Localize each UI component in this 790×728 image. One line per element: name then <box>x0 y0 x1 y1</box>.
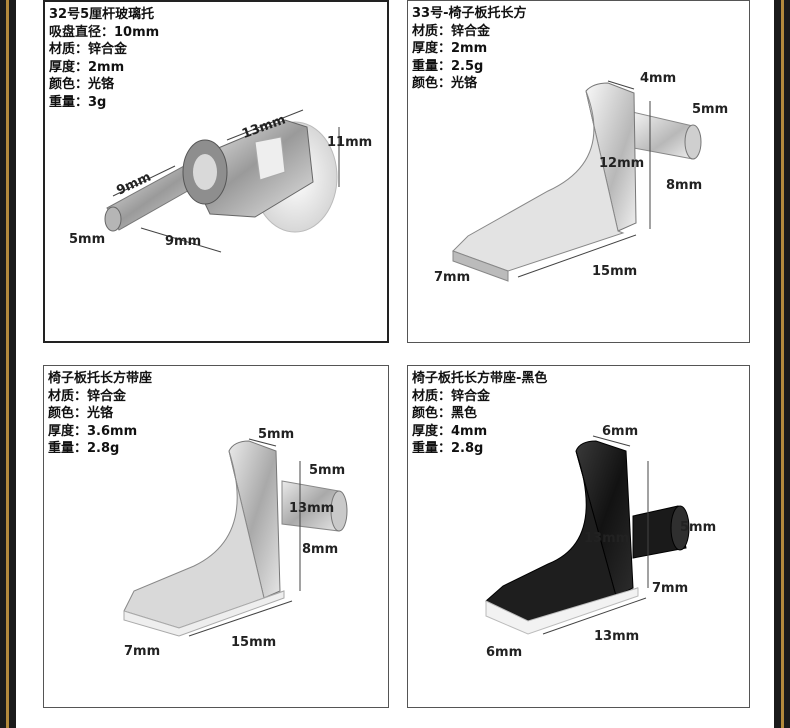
dim-5mm: 5mm <box>69 232 105 247</box>
dim-12mm: 12mm <box>599 156 644 171</box>
spec-weight: 重量：2.8g <box>412 441 484 456</box>
panel-title: 33号-椅子板托长方 <box>412 6 527 21</box>
product-illustration: 5mm 5mm 13mm 8mm 15mm 7mm <box>123 427 348 659</box>
panel-chair-board-support-33: 33号-椅子板托长方 材质：锌合金 厚度：2mm 重量：2.5g 颜色：光铬 4… <box>407 0 750 343</box>
dim-8mm: 8mm <box>302 542 338 557</box>
spec-thickness: 厚度：4mm <box>412 423 488 439</box>
product-illustration: 4mm 5mm 12mm 8mm 15mm 7mm <box>434 71 728 285</box>
spec-thickness: 厚度：2mm <box>412 41 488 56</box>
dim-13mm: 13mm <box>289 501 334 516</box>
panel-chair-board-support-with-base-black: 椅子板托长方带座-黑色 材质：锌合金 颜色：黑色 厚度：4mm 重量：2.8g … <box>407 365 750 708</box>
spec-material: 材质：锌合金 <box>412 23 491 39</box>
dim-5mm-pin: 5mm <box>309 463 345 478</box>
dim-9mm-base: 9mm <box>165 234 201 249</box>
spec-thickness: 厚度：3.6mm <box>48 423 138 439</box>
frame-right <box>781 0 784 728</box>
dim-11mm: 11mm <box>327 135 372 150</box>
spec-thickness: 厚度：2mm <box>49 59 125 75</box>
panel-chair-board-support-with-base: 椅子板托长方带座 材质：锌合金 颜色：光铬 厚度：3.6mm 重量：2.8g 5… <box>43 365 389 708</box>
spec-list: 33号-椅子板托长方 材质：锌合金 厚度：2mm 重量：2.5g 颜色：光铬 <box>412 5 527 93</box>
spec-list: 椅子板托长方带座-黑色 材质：锌合金 颜色：黑色 厚度：4mm 重量：2.8g <box>412 370 547 458</box>
dim-6mm-base: 6mm <box>486 645 522 660</box>
spec-color: 颜色：光铬 <box>412 76 478 91</box>
spec-color: 颜色：光铬 <box>49 77 115 92</box>
spec-color: 颜色：黑色 <box>412 406 478 421</box>
dim-8mm: 8mm <box>666 178 702 193</box>
dim-13mm-height: 13mm <box>584 531 629 546</box>
spec-weight: 重量：2.5g <box>412 58 484 74</box>
panel-glass-support-32: 32号5厘杆玻璃托 吸盘直径：10mm 材质：锌合金 厚度：2mm 颜色：光铬 … <box>43 0 389 343</box>
spec-material: 材质：锌合金 <box>49 42 128 57</box>
dim-15mm: 15mm <box>231 635 276 650</box>
panel-title: 椅子板托长方带座-黑色 <box>412 371 548 386</box>
spec-list: 椅子板托长方带座 材质：锌合金 颜色：光铬 厚度：3.6mm 重量：2.8g <box>48 370 152 458</box>
spec-weight: 重量：3g <box>49 94 107 110</box>
dim-13mm-length: 13mm <box>594 629 639 644</box>
product-illustration: 6mm 5mm 13mm 7mm 13mm 6mm <box>485 424 716 660</box>
spec-material: 材质：锌合金 <box>48 388 127 404</box>
dim-5mm-top: 5mm <box>258 427 294 442</box>
product-sheet: 32号5厘杆玻璃托 吸盘直径：10mm 材质：锌合金 厚度：2mm 颜色：光铬 … <box>16 0 774 728</box>
product-illustration: 13mm 11mm 9mm 5mm 9mm <box>69 109 372 253</box>
dim-6mm-top: 6mm <box>602 424 638 439</box>
dim-7mm: 7mm <box>652 581 688 596</box>
dim-5mm-pin: 5mm <box>680 520 716 535</box>
dim-7mm: 7mm <box>434 270 470 285</box>
frame-left <box>6 0 9 728</box>
panel-title: 32号5厘杆玻璃托 <box>49 7 155 22</box>
dim-7mm: 7mm <box>124 644 160 659</box>
dim-15mm: 15mm <box>592 264 637 279</box>
spec-color: 颜色：光铬 <box>48 406 114 421</box>
spec-material: 材质：锌合金 <box>412 388 491 404</box>
dim-4mm: 4mm <box>640 71 676 86</box>
spec-list: 32号5厘杆玻璃托 吸盘直径：10mm 材质：锌合金 厚度：2mm 颜色：光铬 … <box>49 6 159 111</box>
spec-weight: 重量：2.8g <box>48 441 120 456</box>
dim-5mm: 5mm <box>692 102 728 117</box>
panel-title: 椅子板托长方带座 <box>48 371 153 386</box>
spec-suction-diameter: 吸盘直径：10mm <box>49 24 160 40</box>
